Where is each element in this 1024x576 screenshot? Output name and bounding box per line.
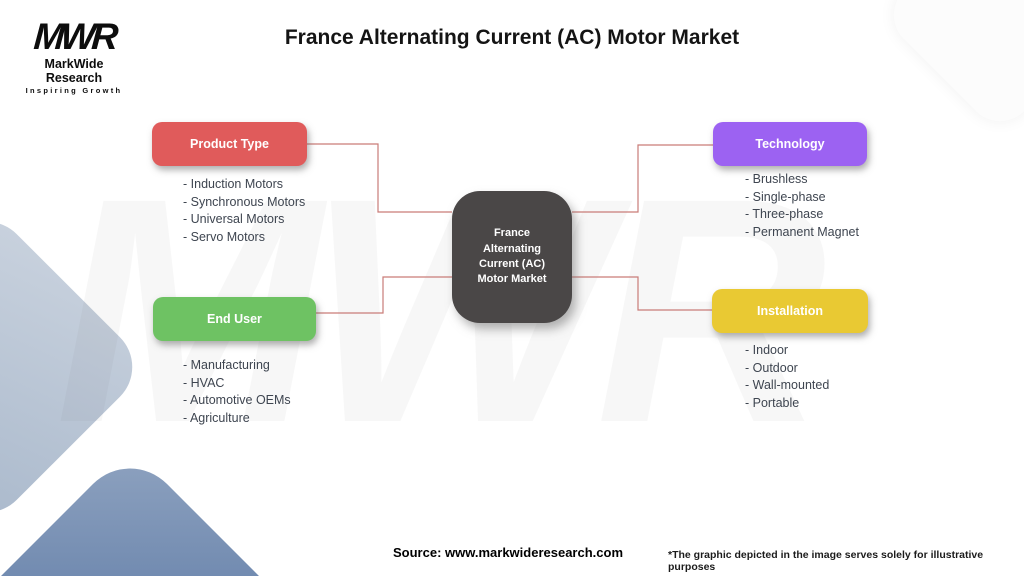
source-text: Source: www.markwideresearch.com	[393, 545, 624, 560]
list-item: Servo Motors	[183, 229, 305, 247]
list-item: Permanent Magnet	[745, 224, 859, 242]
list-item: Universal Motors	[183, 211, 305, 229]
category-box-end-user: End User	[153, 297, 316, 341]
category-list-technology: Brushless Single-phase Three-phase Perma…	[745, 171, 859, 241]
category-list-product-type: Induction Motors Synchronous Motors Univ…	[183, 176, 306, 247]
list-item: Automotive OEMs	[183, 392, 291, 410]
center-node: France Alternating Current (AC) Motor Ma…	[452, 191, 572, 323]
logo-name: MarkWide Research	[44, 56, 104, 85]
category-box-product-type: Product Type	[152, 122, 307, 166]
list-item: Outdoor	[745, 360, 829, 378]
category-box-installation: Installation	[712, 289, 868, 333]
category-list-end-user: Manufacturing HVAC Automotive OEMs Agric…	[183, 357, 291, 427]
list-item: Indoor	[745, 342, 829, 360]
list-item: Portable	[745, 395, 829, 413]
connector-end-user	[316, 276, 452, 314]
category-list-installation: Indoor Outdoor Wall-mounted Portable	[745, 342, 830, 413]
list-item: Synchronous Motors	[183, 194, 306, 212]
list-item: Brushless	[745, 171, 859, 189]
connector-installation	[572, 276, 712, 311]
list-item: Wall-mounted	[745, 377, 830, 395]
category-box-technology: Technology	[713, 122, 867, 166]
logo: MWR MarkWide Research Inspiring Growth	[18, 16, 130, 95]
disclaimer-text: *The graphic depicted in the image serve…	[668, 549, 984, 573]
list-item: Single-phase	[745, 189, 859, 207]
list-item: Induction Motors	[183, 176, 305, 194]
logo-tagline: Inspiring Growth	[25, 85, 123, 95]
connector-product-type	[307, 143, 452, 213]
list-item: Three-phase	[745, 206, 859, 224]
page-title: France Alternating Current (AC) Motor Ma…	[284, 26, 740, 49]
list-item: HVAC	[183, 375, 291, 393]
list-item: Manufacturing	[183, 357, 291, 375]
connector-technology	[572, 144, 713, 213]
list-item: Agriculture	[183, 410, 291, 428]
